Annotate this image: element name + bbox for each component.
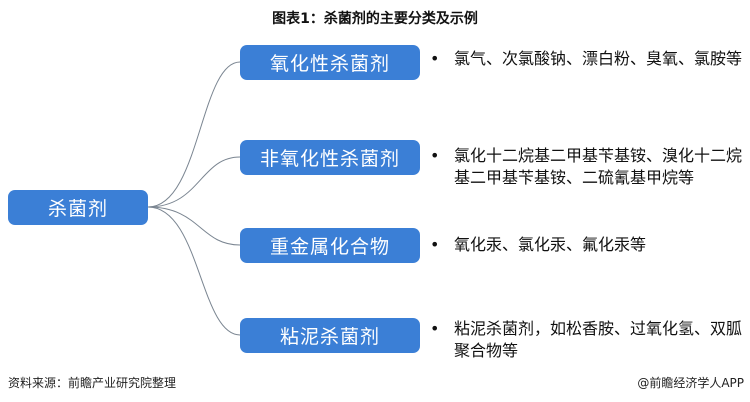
- connector-1: [147, 61, 241, 208]
- connector-2: [147, 156, 241, 208]
- connector-3: [147, 206, 241, 246]
- bullet: •: [430, 49, 440, 68]
- desc-text: 氯气、次氯酸钠、漂白粉、臭氧、氯胺等: [454, 49, 743, 68]
- desc-slime: • 粘泥杀菌剂，如松香胺、过氧化氢、双胍聚合物等: [430, 318, 745, 362]
- desc-oxidizing: • 氯气、次氯酸钠、漂白粉、臭氧、氯胺等: [430, 48, 745, 70]
- desc-heavy-metal: • 氧化汞、氯化汞、氟化汞等: [430, 234, 745, 256]
- desc-text: 粘泥杀菌剂，如松香胺、过氧化氢、双胍聚合物等: [454, 319, 743, 360]
- desc-text: 氧化汞、氯化汞、氟化汞等: [454, 235, 647, 254]
- branch-non-oxidizing: 非氧化性杀菌剂: [240, 140, 420, 175]
- source-note: 资料来源：前瞻产业研究院整理: [8, 376, 177, 390]
- branch-oxidizing: 氧化性杀菌剂: [240, 45, 420, 80]
- root-node: 杀菌剂: [8, 190, 148, 225]
- branch-heavy-metal: 重金属化合物: [240, 228, 420, 263]
- bullet: •: [430, 319, 440, 338]
- connector-4: [147, 206, 241, 336]
- bullet: •: [430, 235, 440, 254]
- chart-title: 图表1：杀菌剂的主要分类及示例: [272, 11, 478, 27]
- credit: @前瞻经济学人APP: [637, 376, 744, 390]
- desc-non-oxidizing: • 氯化十二烷基二甲基苄基铵、溴化十二烷基二甲基苄基铵、二硫氰基甲烷等: [430, 145, 745, 189]
- branch-slime: 粘泥杀菌剂: [240, 318, 420, 353]
- bullet: •: [430, 146, 440, 165]
- desc-text: 氯化十二烷基二甲基苄基铵、溴化十二烷基二甲基苄基铵、二硫氰基甲烷等: [454, 146, 743, 187]
